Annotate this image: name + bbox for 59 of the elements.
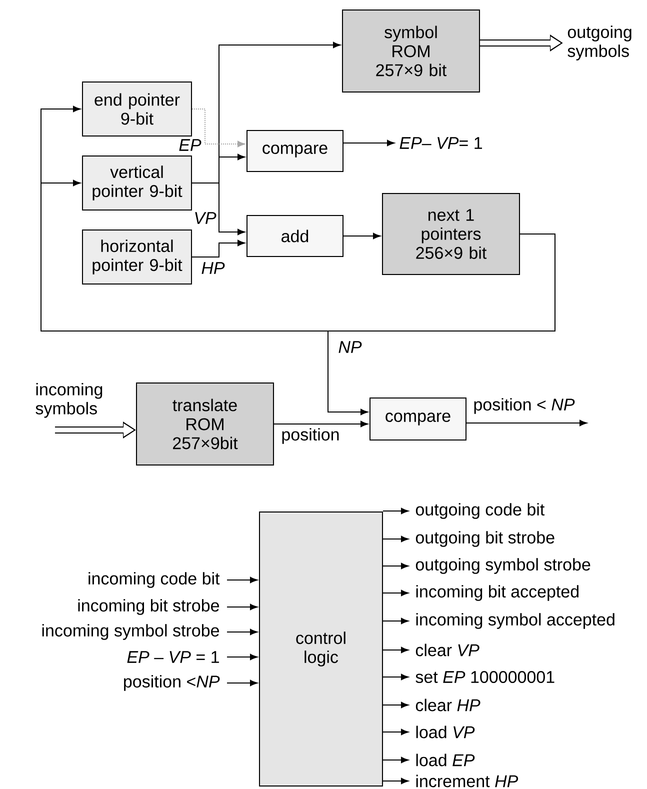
arrow xyxy=(466,420,587,426)
signal-label: increment HP xyxy=(416,774,518,788)
arrow xyxy=(382,590,408,596)
compare-box: compare xyxy=(246,130,344,172)
arrow xyxy=(382,702,408,708)
arrow xyxy=(382,618,408,624)
rom-box: symbol ROM 257×9 bit xyxy=(342,10,480,92)
edge-label: EP xyxy=(179,139,202,151)
signal-label: outgoing symbols xyxy=(568,26,632,60)
arrow xyxy=(382,778,408,784)
arrow xyxy=(343,232,380,240)
edge-label: position xyxy=(282,428,339,444)
arrow xyxy=(274,420,368,428)
signal-label: incoming bit accepted xyxy=(416,585,578,601)
signal-label: position <NP xyxy=(124,675,220,691)
signal-label: incoming symbol strobe xyxy=(42,624,219,640)
arrow xyxy=(382,508,408,514)
signal-label: clear HP xyxy=(416,698,480,712)
signal-label: incoming bit strobe xyxy=(78,599,220,615)
arrow xyxy=(226,654,258,660)
edge-label: VP xyxy=(195,212,216,224)
arrow xyxy=(226,576,258,584)
signal-label: incoming symbol accepted xyxy=(416,613,614,629)
edge-label: NP xyxy=(338,341,362,353)
register-box: vertical pointer 9-bit xyxy=(82,156,192,210)
signal-label: outgoing code bit xyxy=(416,503,545,519)
register-box: end pointer 9-bit xyxy=(82,82,192,136)
arrow xyxy=(226,604,258,610)
arrow xyxy=(382,562,408,570)
signal-label: EP– VP= 1 xyxy=(400,137,482,149)
arrow xyxy=(192,240,245,258)
register-box: horizontal pointer 9-bit xyxy=(82,230,192,284)
arrow xyxy=(343,140,394,146)
arrow xyxy=(382,536,408,542)
signal-label: outgoing symbol strobe xyxy=(416,558,590,574)
rom-box: translate ROM 257×9bit xyxy=(136,382,274,466)
arrow xyxy=(382,674,408,680)
arrow xyxy=(192,182,245,236)
signal-label: load VP xyxy=(416,726,475,738)
signal-label: clear VP xyxy=(416,644,480,656)
adder-box: add xyxy=(246,215,344,257)
signal-label: load EP xyxy=(416,754,475,766)
signal-label: EP – VP = 1 xyxy=(127,651,219,663)
compare-box: compare xyxy=(370,398,466,440)
arrow xyxy=(226,628,258,636)
arrow xyxy=(382,646,408,654)
signal-label: set EP 100000001 xyxy=(416,670,554,684)
signal-label: incoming symbols xyxy=(36,382,102,418)
arrow xyxy=(226,680,258,686)
edge-label: HP xyxy=(202,262,225,274)
arrow xyxy=(328,234,556,416)
arrow xyxy=(382,728,408,736)
control-logic-box: control logic xyxy=(259,512,383,786)
signal-label: outgoing bit strobe xyxy=(416,531,554,547)
edge-label: position < NP xyxy=(474,398,575,414)
arrow xyxy=(192,108,245,148)
arrow xyxy=(382,756,408,764)
rom-box: next 1 pointers 256×9 bit xyxy=(382,193,520,275)
signal-label: incoming code bit xyxy=(88,572,220,588)
